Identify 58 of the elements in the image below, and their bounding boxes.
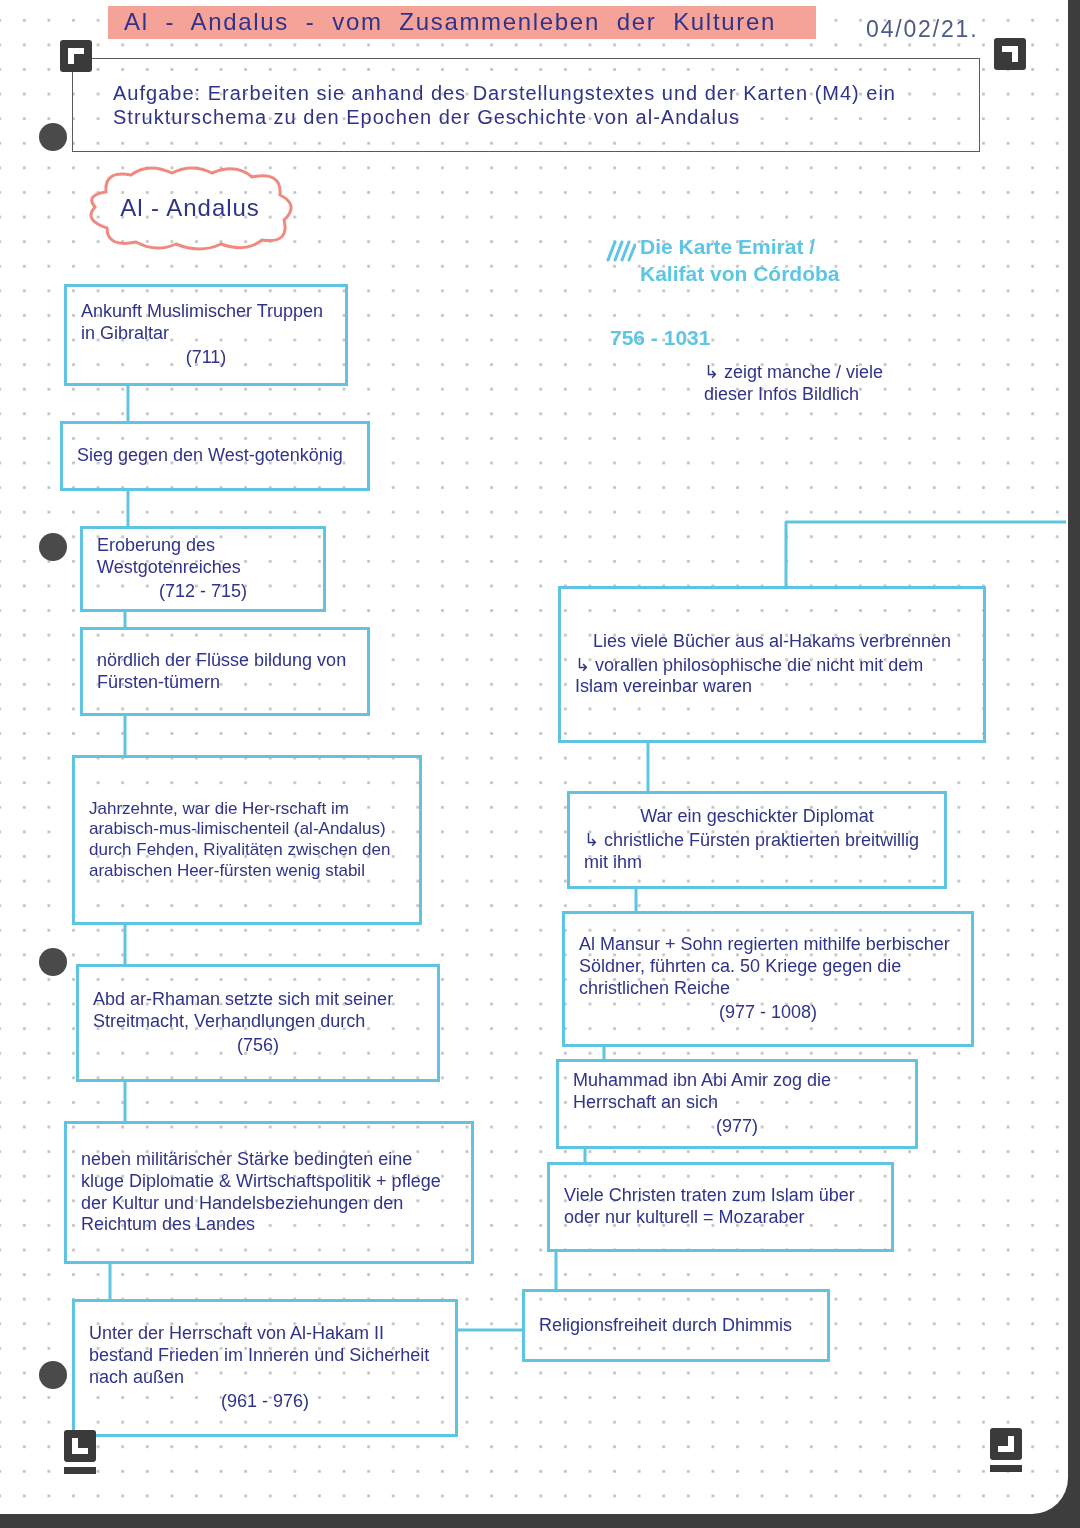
task-text: Aufgabe: Erarbeiten sie anhand des Darstellungstextes und der Karten (M4) ein Strukturschema zu den Epochen der Geschichte von al-Andalus xyxy=(113,80,897,130)
date-text: (977) xyxy=(715,1115,759,1138)
event-text: Viele Christen traten zum Islam über oder nur kulturell = Mozaraber xyxy=(564,1185,856,1229)
connector-line xyxy=(123,716,127,755)
event-text: Jahrzehnte, war die Her-rschaft im arabisch-mus-limischenteil (al-Andalus) durch Fehden, Rivalitäten zwischen den arabischen Heer-fürsten wenig stabil xyxy=(89,798,392,882)
connector-line xyxy=(126,386,130,421)
event-text: nördlich der Flüsse bildung von Fürsten-tümern xyxy=(97,649,348,694)
connector-line xyxy=(634,889,638,911)
timeline-box xyxy=(72,1299,458,1437)
map-heading: Die Karte Emirat / Kalifat von Córdoba xyxy=(640,234,841,288)
event-text: Sieg gegen den West-gotenkönig xyxy=(77,445,344,467)
date-text: (961 - 976) xyxy=(219,1390,311,1413)
event-text: neben militärischer Stärke bedingten eine kluge Diplomatie & Wirtschaftspolitik + pflege der Kultur und Handelsbeziehungen den Reichtum des Landes xyxy=(81,1148,442,1237)
connector-line xyxy=(646,743,650,791)
task-box xyxy=(72,58,980,152)
connector-line xyxy=(123,925,127,964)
event-text: Unter der Herrschaft von Al-Hakam II bestand Frieden im Inneren und Sicherheit nach außen xyxy=(89,1323,431,1389)
connector-line xyxy=(554,1252,558,1289)
connector-line xyxy=(108,1264,112,1299)
date-text: 04/02/21. xyxy=(866,15,980,44)
timeline-box xyxy=(547,1162,894,1252)
event-text: War ein geschickter Diplomat xyxy=(639,806,875,828)
note-text: ↳ vorallen philosophische die nicht mit dem Islam vereinbar waren xyxy=(575,654,925,699)
date-text: (711) xyxy=(184,346,228,369)
timeline-box xyxy=(72,755,422,925)
cloud-label: Al - Andalus xyxy=(120,193,260,223)
timeline-box xyxy=(60,421,370,491)
event-text: Al Mansur + Sohn regierten mithilfe berbischer Söldner, führten ca. 50 Kriege gegen die christlichen Reiche xyxy=(579,934,951,1000)
timeline-box xyxy=(567,791,947,889)
event-text: Abd ar-Rhaman setzte sich mit seiner Streitmacht, Verhandlungen durch xyxy=(93,989,395,1033)
timeline-box xyxy=(562,911,974,1047)
timeline-box xyxy=(76,964,440,1082)
timeline-box xyxy=(64,284,348,386)
connector-line xyxy=(458,1328,522,1332)
connector-line xyxy=(123,612,127,627)
timeline-box xyxy=(64,1121,474,1264)
connector-line xyxy=(123,1082,127,1121)
date-text: (977 - 1008) xyxy=(717,1001,819,1024)
timeline-box xyxy=(80,627,370,716)
date-text: (712 - 715) xyxy=(157,580,249,603)
connector-line xyxy=(126,491,130,526)
event-text: Ankunft Muslimischer Truppen in Gibraltar xyxy=(81,301,325,345)
connector-line xyxy=(784,520,1066,586)
event-text: Muhammad ibn Abi Amir zog die Herrschaft an sich xyxy=(573,1070,833,1114)
date-range-text: 756 - 1031 xyxy=(610,325,712,351)
note-text: ↳ christliche Fürsten praktierten breitwillig mit ihm xyxy=(584,830,921,874)
note-text: ↳ zeigt manche / viele dieser Infos Bildlich xyxy=(704,362,885,406)
date-text: (756) xyxy=(236,1034,280,1057)
timeline-box xyxy=(522,1289,830,1362)
connector-line xyxy=(602,1047,606,1059)
timeline-box xyxy=(80,526,326,612)
event-text: Lies viele Bücher aus al-Hakams verbrennen xyxy=(591,630,953,653)
timeline-box xyxy=(556,1059,918,1149)
highlighted-title: Al - Andalus - vom Zusammenleben der Kulturen xyxy=(108,6,816,39)
connector-line xyxy=(583,1149,587,1162)
event-text: Religionsfreiheit durch Dhimmis xyxy=(539,1314,794,1337)
timeline-box xyxy=(558,586,986,743)
event-text: Eroberung des Westgotenreiches xyxy=(97,535,242,579)
